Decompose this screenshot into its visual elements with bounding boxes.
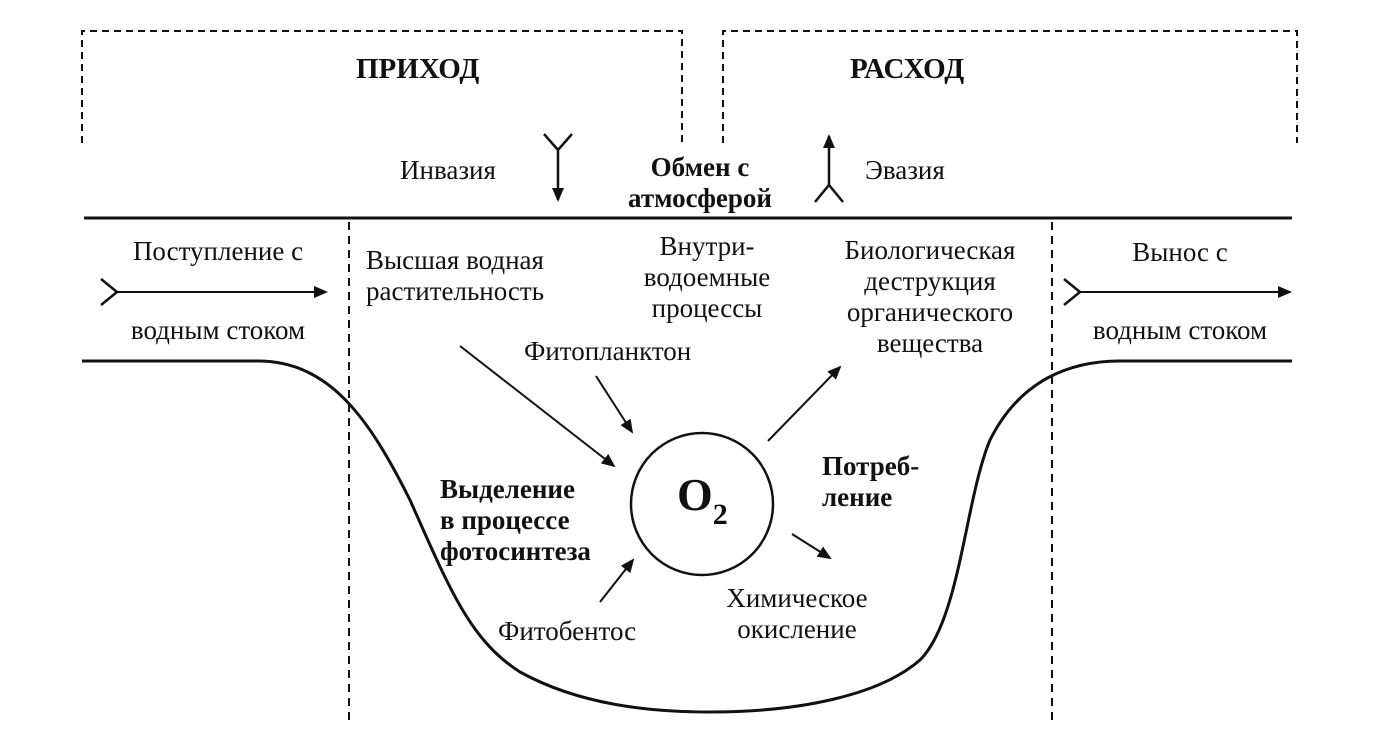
atmosphere-exchange-line1: Обмен с — [650, 152, 750, 182]
oxygen-circle — [629, 431, 775, 577]
internal-processes-line2: водоемные — [643, 262, 771, 292]
outflow-label-line2: водным стоком — [1092, 315, 1268, 345]
consumption-label: Потреб- ление — [822, 451, 919, 513]
chem-oxidation-arrow-icon — [791, 533, 832, 560]
photosynthesis-release-label: Выделение в процессе фотосинтеза — [440, 474, 591, 567]
bio-destruction-arrow-icon — [767, 365, 842, 442]
atmosphere-exchange-line2: атмосферой — [628, 183, 772, 213]
chem-oxidation-line2: окисление — [737, 614, 857, 644]
photosynthesis-release-line3: фотосинтеза — [440, 536, 591, 566]
internal-processes-line3: процессы — [651, 293, 763, 323]
invasion-label: Инвазия — [400, 155, 496, 185]
basin-profile-curve — [82, 359, 1292, 714]
higher-plants-arrow-icon — [459, 345, 616, 468]
outcome-dashed-box — [722, 30, 1298, 143]
consumption-line1: Потреб- — [822, 451, 920, 481]
oxygen-letter: O — [677, 469, 713, 520]
oxygen-subscript: 2 — [712, 498, 728, 531]
evasion-arrow-icon — [814, 134, 844, 203]
inflow-label-line1: Поступление с — [132, 236, 304, 266]
bio-destruction-line4: вещества — [876, 328, 984, 358]
higher-plants-label: Высшая водная растительность — [366, 245, 544, 307]
inflow-label-line2: водным стоком — [130, 315, 306, 345]
bio-destruction-line3: органического — [846, 297, 1014, 327]
phytobenthos-arrow-icon — [599, 558, 635, 603]
higher-plants-line2: растительность — [366, 276, 545, 306]
phytoplankton-label: Фитопланктон — [524, 336, 692, 366]
photosynthesis-release-line1: Выделение — [440, 474, 575, 504]
inflow-arrow-icon — [100, 278, 328, 306]
internal-processes-label: Внутри- водоемные процессы — [622, 231, 792, 324]
atmosphere-exchange-label: Обмен с атмосферой — [610, 152, 790, 214]
outflow-arrow-icon — [1063, 278, 1292, 306]
phytoplankton-arrow-icon — [595, 375, 634, 434]
phytobenthos-label: Фитобентос — [498, 616, 637, 646]
chem-oxidation-line1: Химическое — [726, 583, 868, 613]
invasion-arrow-icon — [543, 133, 573, 202]
evasion-label: Эвазия — [865, 155, 945, 185]
bio-destruction-line2: деструкция — [864, 266, 996, 296]
income-dashed-box — [81, 30, 683, 143]
higher-plants-line1: Высшая водная — [366, 245, 544, 275]
income-title: ПРИХОД — [356, 53, 480, 85]
oxygen-formula: O2 — [677, 470, 728, 540]
consumption-line2: ление — [822, 482, 893, 512]
bio-destruction-line1: Биологическая — [844, 235, 1016, 265]
outcome-title: РАСХОД — [850, 53, 965, 85]
chem-oxidation-label: Химическое окисление — [700, 583, 894, 645]
internal-processes-line1: Внутри- — [659, 231, 755, 261]
outflow-label-line1: Вынос с — [1132, 237, 1228, 267]
bio-destruction-label: Биологическая деструкция органического в… — [812, 235, 1048, 359]
photosynthesis-release-line2: в процессе — [440, 505, 570, 535]
